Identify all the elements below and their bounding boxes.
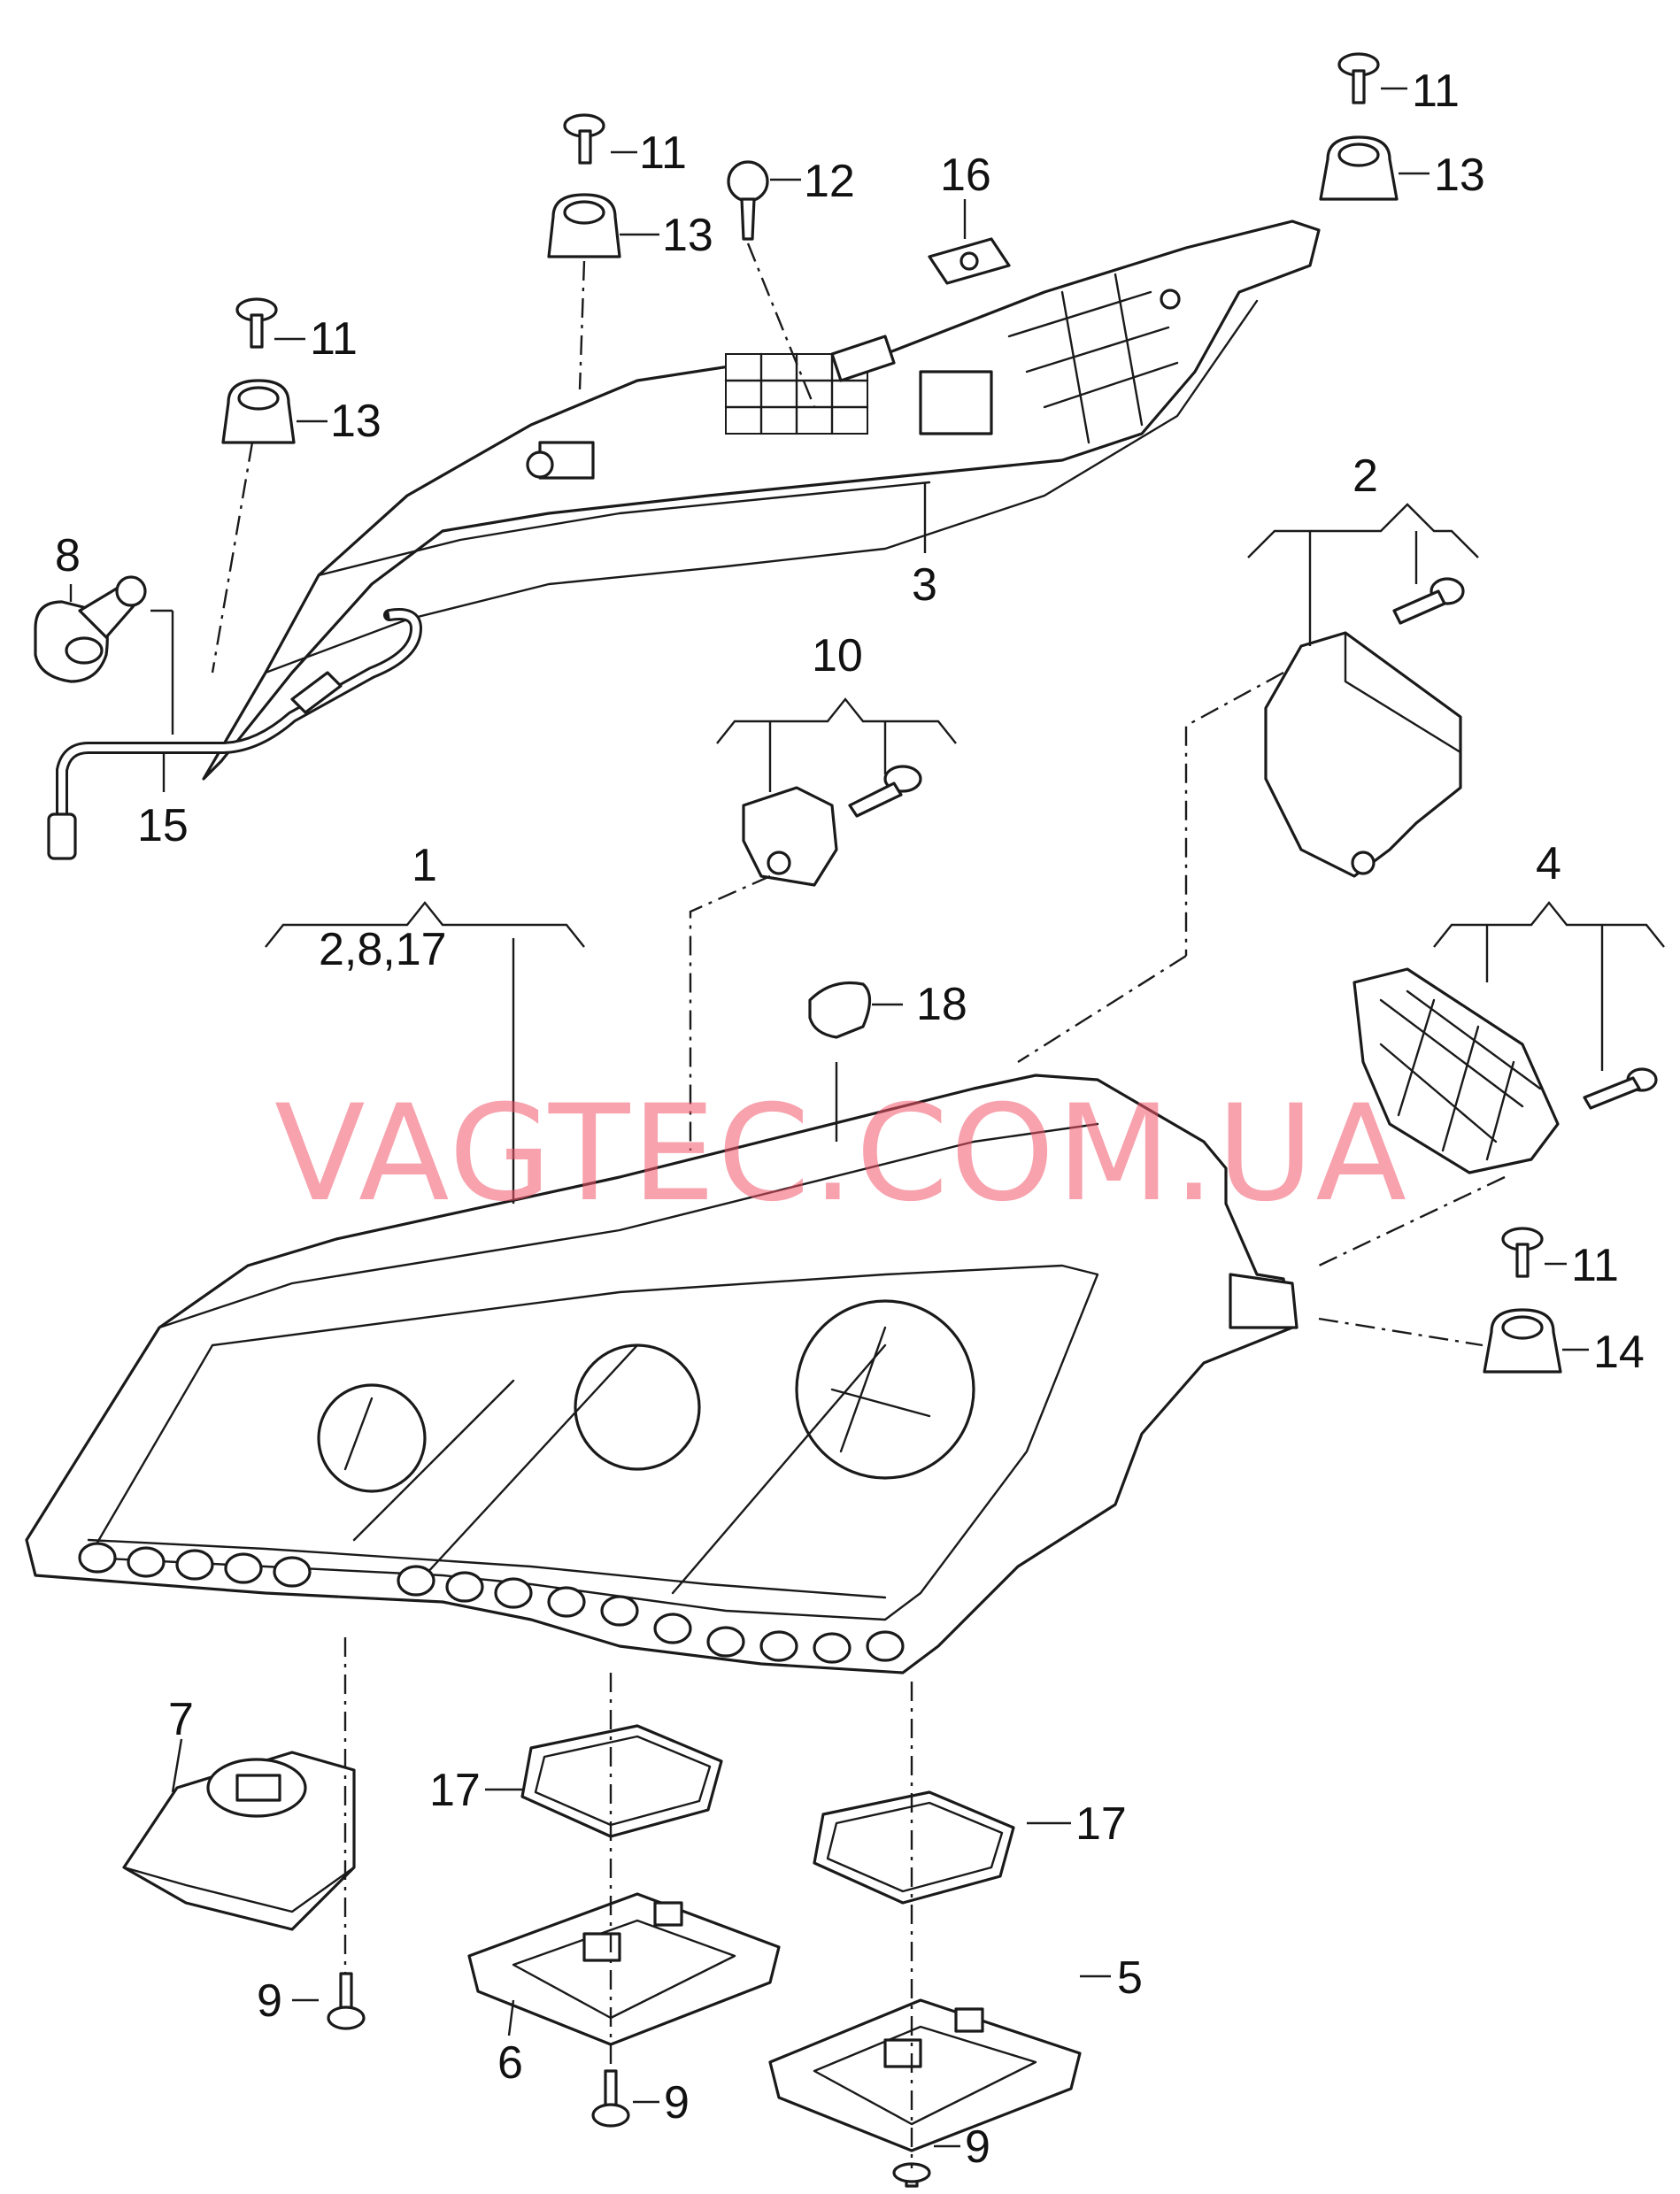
callout-11-d: 11	[1571, 1240, 1619, 1291]
bolt-12	[727, 160, 769, 241]
callout-1: 1	[412, 840, 437, 891]
clip-13-a	[547, 193, 621, 258]
screw-11-b	[235, 297, 278, 349]
clip-16	[928, 237, 1011, 285]
led-module-5	[768, 1998, 1082, 2152]
led-module-6	[467, 1892, 781, 2046]
leader-lines	[69, 87, 1665, 2168]
callout-14: 14	[1593, 1327, 1645, 1378]
callout-4: 4	[1536, 838, 1561, 889]
callout-9-a: 9	[257, 1975, 282, 2027]
screw-9-a	[327, 1972, 366, 2030]
led-strip	[78, 1542, 905, 1664]
callout-2: 2	[1352, 450, 1378, 502]
callout-labels: 11 13 12 16 11 13 11 13 3 8 15 2 10 1 2,…	[55, 65, 1645, 2173]
callout-12: 12	[804, 156, 855, 207]
control-unit-7	[122, 1751, 356, 1931]
watermark-text: VAGTEC.COM.UA	[274, 1077, 1408, 1231]
callout-15: 15	[137, 800, 189, 851]
callout-7: 7	[168, 1694, 194, 1745]
clip-13-c	[1319, 135, 1399, 201]
cover-4	[1352, 967, 1658, 1174]
bracket-10	[742, 765, 922, 887]
callout-8: 8	[55, 530, 81, 581]
fastener-group-top	[221, 52, 1399, 444]
seal-17-right	[813, 1790, 1015, 1905]
callout-18: 18	[916, 979, 967, 1030]
screw-9-b	[591, 2069, 630, 2128]
callout-11-a: 11	[639, 127, 687, 179]
callout-10: 10	[812, 630, 863, 681]
screw-11-d	[1501, 1227, 1544, 1278]
screw-11-a	[563, 113, 605, 165]
bulb-socket	[34, 575, 147, 683]
clip-14	[1483, 1308, 1562, 1374]
mounting-bracket	[202, 219, 1321, 781]
fastener-group-right	[1483, 1227, 1562, 1374]
callout-11-c: 11	[1412, 65, 1460, 117]
cover-2	[1264, 577, 1465, 878]
seal-17-left	[520, 1724, 723, 1838]
callout-13-b: 13	[330, 396, 381, 447]
headlight-assembly	[25, 1074, 1299, 1674]
callout-1-sub: 2,8,17	[319, 924, 447, 975]
screw-9-c	[892, 2162, 931, 2188]
vent-tube	[47, 608, 422, 860]
callout-3: 3	[912, 559, 937, 611]
callout-11-b: 11	[310, 313, 358, 365]
callout-9-b: 9	[664, 2077, 690, 2129]
callout-16: 16	[940, 150, 991, 201]
callout-13-a: 13	[662, 210, 713, 261]
callout-17-b: 17	[1075, 1798, 1127, 1850]
screw-11-c	[1337, 52, 1380, 104]
callout-6: 6	[497, 2037, 523, 2089]
callout-17-a: 17	[429, 1765, 481, 1816]
callout-9-c: 9	[965, 2121, 990, 2173]
callout-5: 5	[1117, 1952, 1143, 2004]
callout-13-c: 13	[1434, 150, 1485, 201]
plug-18	[808, 981, 872, 1039]
clip-13-b	[221, 379, 296, 444]
